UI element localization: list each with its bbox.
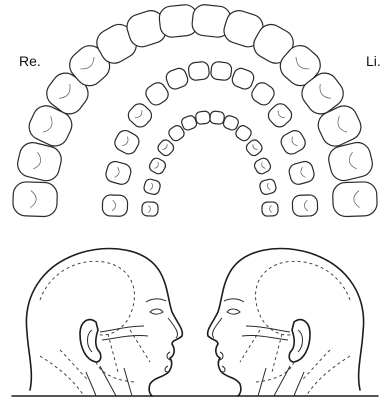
- tooth: [209, 111, 224, 125]
- head-profile-facing-right: [26, 249, 182, 396]
- skull-outline: [256, 261, 350, 335]
- tooth: [278, 128, 308, 157]
- tooth: [195, 111, 210, 125]
- tooth: [143, 80, 171, 108]
- dental-arch: [102, 61, 318, 216]
- left-side-label: Li.: [366, 53, 381, 69]
- tooth-crown: [287, 160, 315, 186]
- neck-dashes: [302, 350, 350, 396]
- ear-inner: [298, 330, 303, 352]
- tooth-crown: [188, 61, 210, 81]
- dental-arch: [13, 4, 378, 217]
- tooth-crown: [148, 156, 168, 175]
- tooth-crown: [142, 202, 158, 216]
- eyebrow: [146, 299, 166, 302]
- tooth-crown: [292, 195, 318, 217]
- lips: [220, 352, 225, 372]
- tooth: [148, 156, 168, 175]
- tooth-crown: [112, 128, 142, 157]
- tooth: [244, 138, 264, 158]
- tooth: [125, 101, 155, 131]
- tooth-crown: [102, 195, 128, 217]
- tooth: [253, 156, 273, 175]
- right-side-label: Re.: [19, 53, 41, 69]
- tooth: [259, 178, 278, 196]
- tooth: [104, 160, 132, 186]
- tooth-crown: [262, 202, 278, 216]
- eyebrow: [224, 299, 244, 302]
- tooth: [262, 202, 278, 216]
- tooth-crown: [209, 111, 224, 125]
- cheek-band: [100, 326, 148, 340]
- tooth: [249, 80, 277, 108]
- tooth-crown: [332, 182, 377, 217]
- eye: [227, 309, 240, 314]
- tooth: [164, 66, 189, 91]
- tooth-crown: [195, 111, 210, 125]
- tooth-crown: [13, 182, 58, 217]
- tooth: [230, 66, 255, 91]
- tooth-crown: [249, 80, 277, 108]
- tooth: [156, 138, 176, 158]
- tooth-crown: [278, 128, 308, 157]
- tooth: [112, 128, 142, 157]
- tooth: [210, 61, 232, 81]
- head-profile-facing-left: [208, 249, 364, 396]
- tooth: [142, 202, 158, 216]
- tooth: [292, 195, 318, 217]
- tooth-crown: [143, 80, 171, 108]
- tooth-crown: [143, 178, 162, 196]
- neck-dashes: [40, 350, 88, 396]
- dental-arch: [142, 111, 278, 217]
- ear-inner: [88, 330, 93, 352]
- eye: [150, 309, 163, 314]
- tooth: [143, 178, 162, 196]
- tooth-crown: [210, 61, 232, 81]
- tooth: [332, 182, 377, 217]
- tooth-crown: [259, 178, 278, 196]
- tooth-crown: [125, 101, 155, 131]
- tooth-crown: [164, 66, 189, 91]
- tooth-crown: [265, 101, 295, 131]
- tooth-crown: [104, 160, 132, 186]
- tooth-crown: [230, 66, 255, 91]
- ear: [289, 320, 310, 362]
- tooth: [265, 101, 295, 131]
- tooth: [188, 61, 210, 81]
- cheek-band: [242, 326, 290, 340]
- tooth: [287, 160, 315, 186]
- tooth-crown: [253, 156, 273, 175]
- lips: [165, 352, 170, 372]
- tooth: [102, 195, 128, 217]
- skull-outline: [40, 261, 134, 335]
- tooth: [13, 182, 58, 217]
- dental-arches: [13, 4, 378, 217]
- ear: [80, 320, 101, 362]
